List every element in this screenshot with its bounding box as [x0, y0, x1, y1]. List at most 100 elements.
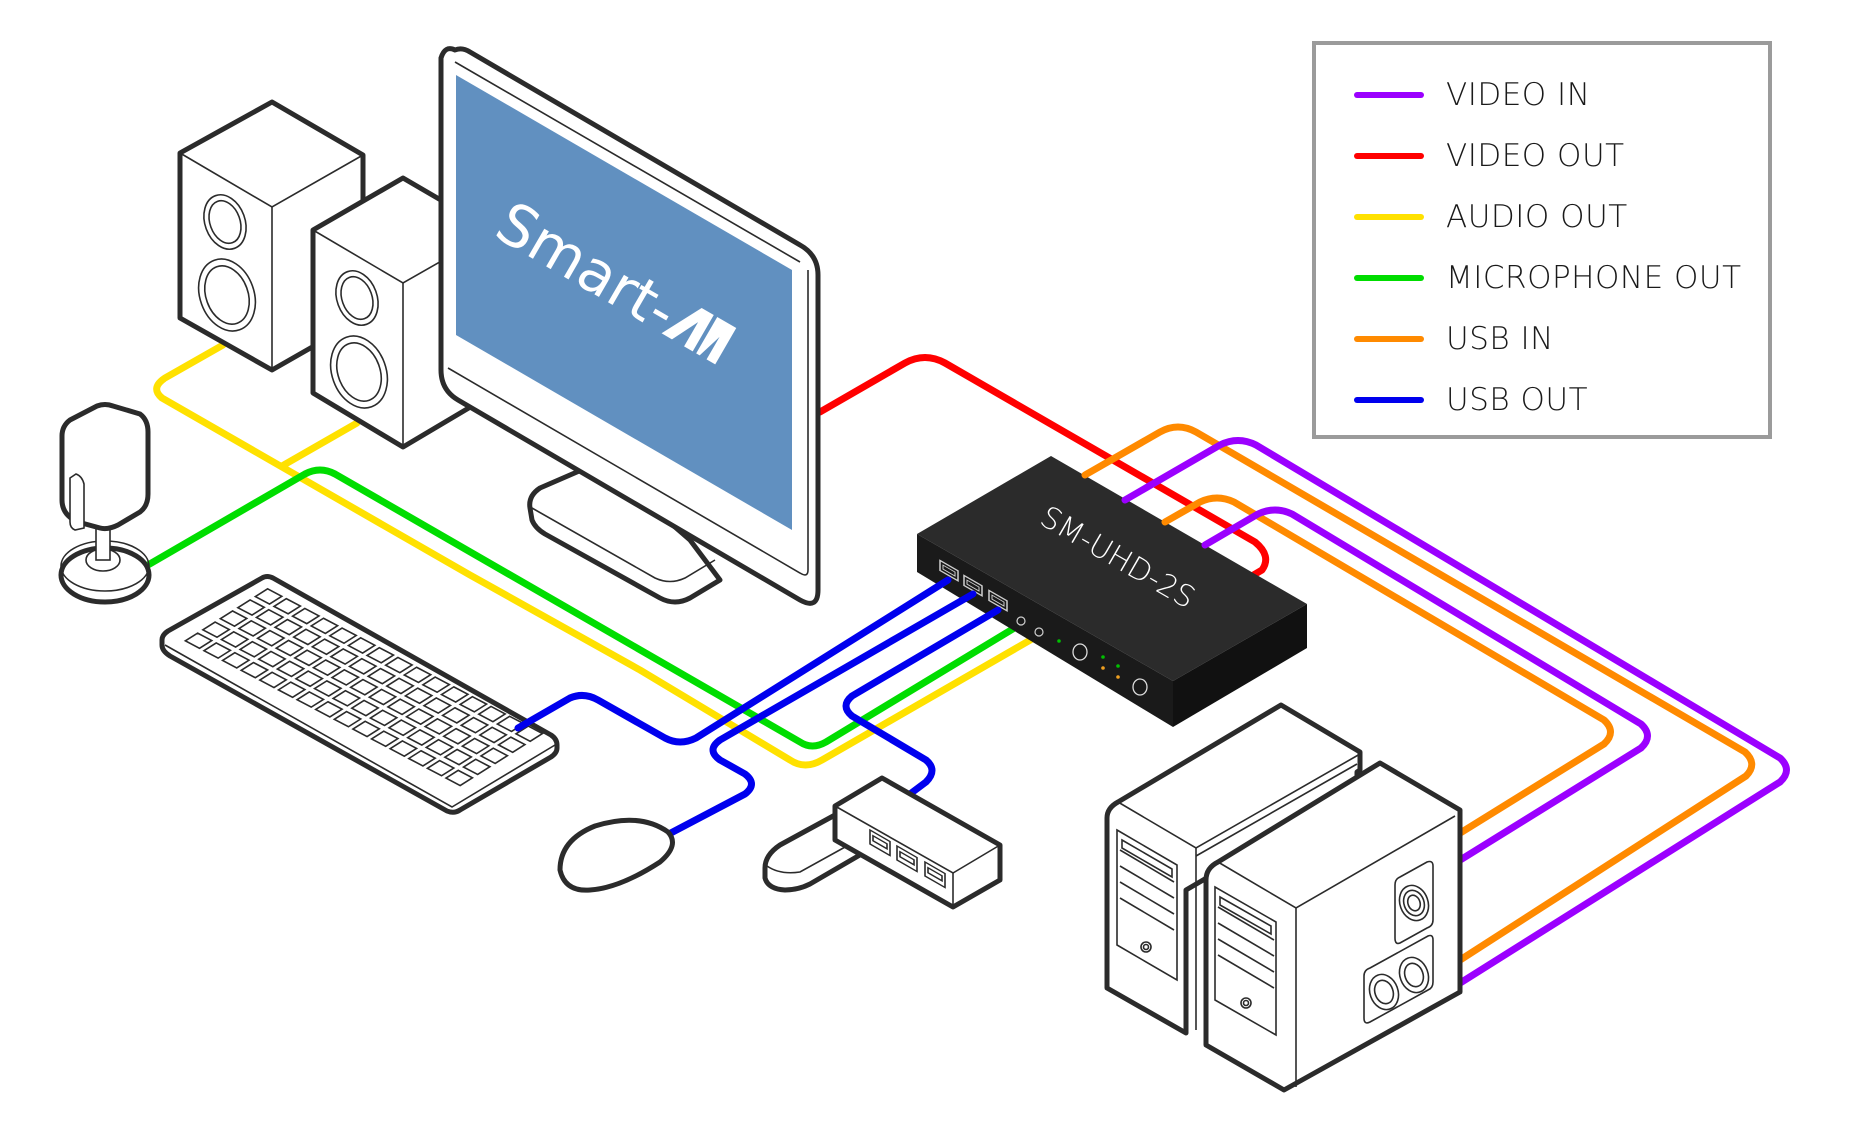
keyboard-key [387, 719, 418, 737]
keyboard-key [388, 740, 419, 758]
keyboard-key [402, 666, 433, 684]
usb-out-mouse-cable [663, 590, 977, 839]
keyboard-key [330, 668, 361, 686]
kvm-switch: SM-UHD-2S [917, 456, 1307, 727]
keyboard-key [276, 681, 307, 699]
select-button-2 [1132, 678, 1148, 696]
keyboard-key [369, 730, 400, 748]
microphone [58, 402, 152, 605]
fan-icon [1363, 934, 1434, 1024]
keyboard-key [201, 621, 231, 639]
legend-swatch-usb-out [1354, 397, 1424, 403]
keyboard-key [294, 670, 324, 688]
keyboard-key [312, 679, 343, 697]
keyboard-key [461, 758, 492, 776]
legend-swatch-audio-out [1354, 214, 1424, 220]
video-in-cable-1 [1121, 437, 1790, 989]
keyboard-key [386, 698, 416, 716]
legend-label: AUDIO OUT [1446, 199, 1628, 235]
keyboard-key [368, 709, 399, 727]
keyboard-key [385, 677, 415, 695]
keyboard-key [332, 710, 363, 728]
keyboard-key [460, 737, 491, 755]
legend: VIDEO IN VIDEO OUT AUDIO OUT MICROPHONE … [1312, 41, 1772, 439]
keyboard-key [237, 619, 267, 637]
keyboard-key [441, 706, 471, 724]
keyboard-key [406, 728, 436, 747]
usb-in-cable-1 [1081, 423, 1756, 966]
fan-icon [1394, 860, 1434, 945]
monitor: Smart- [438, 46, 821, 606]
computer-2 [1203, 760, 1463, 1093]
legend-item-video-in: VIDEO IN [1354, 75, 1590, 115]
keyboard-key [349, 678, 379, 696]
keyboard-key [238, 640, 269, 658]
keyboard-key [331, 689, 362, 707]
keyboard-key [384, 656, 414, 674]
keyboard-key [479, 747, 510, 765]
cables-rear [1081, 423, 1790, 989]
keyboard-key [351, 720, 381, 738]
usb-port-1 [939, 559, 959, 582]
keyboard-key [421, 676, 451, 694]
keyboard-key [404, 708, 435, 726]
keyboard-key [236, 598, 266, 617]
keyboard-key [274, 639, 305, 657]
legend-label: MICROPHONE OUT [1446, 260, 1742, 296]
keyboard-key [346, 636, 377, 654]
status-led [1101, 666, 1105, 670]
keyboard-key [219, 630, 250, 648]
legend-label: VIDEO IN [1446, 77, 1591, 113]
device-top [917, 456, 1307, 681]
status-led [1101, 655, 1105, 659]
video-in-cable-2 [1201, 506, 1651, 866]
keyboard-key [350, 699, 380, 717]
status-led [1116, 664, 1120, 668]
keyboard-key [258, 671, 288, 689]
keyboard-key [478, 726, 508, 744]
keyboard-key [514, 725, 545, 743]
legend-swatch-video-out [1354, 153, 1424, 159]
legend-swatch-video-in [1354, 92, 1424, 98]
keyboard-key [477, 705, 507, 723]
keyboard-key [444, 769, 475, 787]
av-logo-icon [661, 307, 737, 365]
cables-back [144, 341, 1270, 769]
video-out-cable [816, 354, 1270, 584]
keyboard-key [366, 667, 397, 685]
keyboard-key [439, 685, 470, 703]
keyboard [159, 574, 560, 815]
mouse [557, 817, 675, 893]
keyboard-key [293, 649, 323, 667]
keyboard-key [254, 608, 285, 626]
keyboard-key [183, 632, 214, 650]
mic-cable [144, 466, 1025, 750]
keyboard-key [272, 597, 302, 615]
keyboard-key [403, 687, 434, 705]
monitor-screen [456, 75, 792, 530]
legend-item-microphone-out: MICROPHONE OUT [1354, 258, 1742, 298]
keyboard-key [407, 749, 437, 767]
keyboard-key [365, 646, 396, 664]
keyboard-key [423, 717, 454, 735]
legend-item-video-out: VIDEO OUT [1354, 136, 1625, 176]
usb-out-hub-cable [842, 606, 1002, 804]
status-led [1116, 675, 1120, 679]
keyboard-key [295, 691, 326, 709]
legend-swatch-microphone-out [1354, 275, 1424, 281]
keyboard-key [424, 738, 455, 756]
legend-item-usb-in: USB IN [1354, 319, 1554, 359]
mic-jack [1016, 616, 1026, 626]
keyboard-key [310, 638, 341, 656]
cables-front [514, 576, 1002, 839]
keyboard-key [273, 618, 304, 636]
usb-port-3 [988, 589, 1008, 612]
keyboard-keys [183, 587, 545, 787]
legend-item-audio-out: AUDIO OUT [1354, 197, 1628, 237]
audio-cable-right-speaker [278, 419, 361, 470]
keyboard-key [290, 607, 321, 625]
keyboard-key [425, 759, 456, 777]
usb-out-keyboard-cable [514, 576, 952, 746]
keyboard-key [442, 727, 472, 745]
